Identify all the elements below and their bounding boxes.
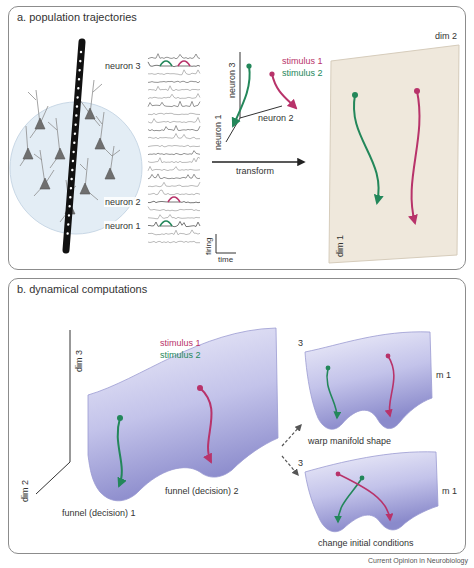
axis-label: neuron 2: [258, 113, 294, 123]
spike-trace: [148, 207, 200, 211]
dendrites: [80, 158, 88, 189]
trajectory: [272, 74, 296, 108]
dendrites: [28, 90, 48, 124]
neuron-label: neuron 2: [104, 197, 142, 207]
spike-trace: [148, 166, 200, 170]
neuron-label: neuron 3: [104, 61, 142, 71]
spike-trace: [148, 54, 200, 59]
axis-label: 3: [298, 338, 303, 348]
plane-surface: [329, 45, 459, 263]
neuron-somas: [85, 108, 95, 119]
dendrites: [80, 80, 102, 114]
neuron-somas: [95, 138, 105, 149]
plane-shape: [317, 29, 463, 265]
spike-trace: [148, 201, 200, 203]
neuron-somas: [35, 118, 45, 129]
spike-trace: [148, 215, 200, 219]
spike-trace: [148, 134, 200, 139]
journal-watermark: Current Opinion in Neurobiology: [368, 557, 468, 565]
trajectory: [327, 368, 337, 418]
axis-label: 3: [298, 458, 303, 468]
axis-label: m 1: [436, 370, 451, 380]
neuron-axes: [226, 118, 240, 142]
initial-conditions-manifold: [305, 452, 438, 532]
scale-label: firing: [204, 238, 213, 255]
dashed-arrow: [282, 425, 301, 446]
stimulus-response: [168, 197, 180, 202]
spike-trace: [148, 101, 200, 106]
scale-label: time: [218, 255, 233, 264]
spike-trace: [148, 62, 200, 67]
spike-trace: [148, 174, 200, 179]
neuron-axes: [226, 52, 282, 142]
spike-trace: [148, 113, 200, 114]
spike-trace: [148, 86, 200, 91]
operation-label: change initial conditions: [318, 538, 414, 548]
trajectory: [118, 418, 122, 486]
spike-trace: [148, 221, 200, 226]
axis-label: dim 3: [74, 350, 84, 372]
operation-label: warp manifold shape: [308, 436, 391, 446]
stimulus-label: stimulus 1: [282, 56, 323, 66]
stimulus-label: stimulus 1: [160, 338, 201, 348]
neuron-somas: [105, 168, 115, 179]
dendrites: [48, 118, 60, 154]
scale-axes: [216, 234, 236, 253]
trajectory: [200, 388, 212, 462]
manifold-axes: [36, 330, 70, 494]
axis-label: dim 2: [20, 480, 30, 502]
spike-trace: [148, 190, 200, 195]
electrode-sites: [67, 52, 81, 242]
trajectory: [388, 356, 394, 416]
axis-label: neuron 1: [213, 114, 223, 150]
spike-trace: [148, 241, 200, 243]
state-plane: dim 2 dim 1: [317, 29, 463, 265]
spike-trace: [148, 81, 200, 83]
spike-trace: [148, 151, 200, 155]
funnel-label: funnel (decision) 1: [62, 508, 136, 518]
axis-label: dim 1: [335, 235, 345, 257]
neuron-somas: [23, 148, 33, 159]
neuron-somas: [80, 183, 90, 194]
axis-label: dim 2: [435, 31, 457, 41]
stimulus-response: [178, 61, 190, 66]
manifold-axes: [70, 330, 71, 462]
spike-trace: [148, 70, 200, 75]
trajectory: [354, 95, 379, 203]
stimulus-response: [160, 61, 172, 66]
spike-trace: [148, 126, 200, 131]
spike-trace: [148, 145, 200, 147]
axis-label: neuron 3: [227, 62, 237, 98]
neuron-label: neuron 1: [104, 221, 142, 231]
transform-arrow: [212, 161, 304, 162]
panel-box: a. population trajectories dim 2 dim 1: [8, 6, 466, 270]
spike-traces: [148, 54, 200, 243]
stimulus-response: [160, 221, 172, 226]
neuron-somas: [40, 178, 50, 189]
spike-trace: [148, 94, 200, 99]
dendrites: [110, 146, 120, 174]
spike-trace: [148, 230, 200, 235]
stimulus-label: stimulus 2: [160, 350, 201, 360]
transform-label: transform: [236, 166, 274, 176]
funnel-label: funnel (decision) 2: [165, 486, 239, 496]
trajectory: [412, 91, 420, 223]
spike-trace: [148, 157, 200, 163]
dashed-arrow: [282, 456, 298, 475]
panel-title: a. population trajectories: [17, 11, 137, 24]
neuron-somas: [55, 148, 65, 159]
stimulus-label: stimulus 2: [282, 68, 323, 78]
electrode: [66, 42, 82, 250]
axis-label: m 1: [442, 486, 457, 496]
warped-manifold: [305, 332, 432, 429]
manifold-axes: [36, 462, 70, 494]
panel-title: b. dynamical computations: [17, 283, 147, 296]
trajectory: [338, 474, 390, 520]
spike-trace: [148, 182, 200, 187]
state-manifold: [88, 328, 278, 501]
spike-trace: [148, 117, 200, 122]
